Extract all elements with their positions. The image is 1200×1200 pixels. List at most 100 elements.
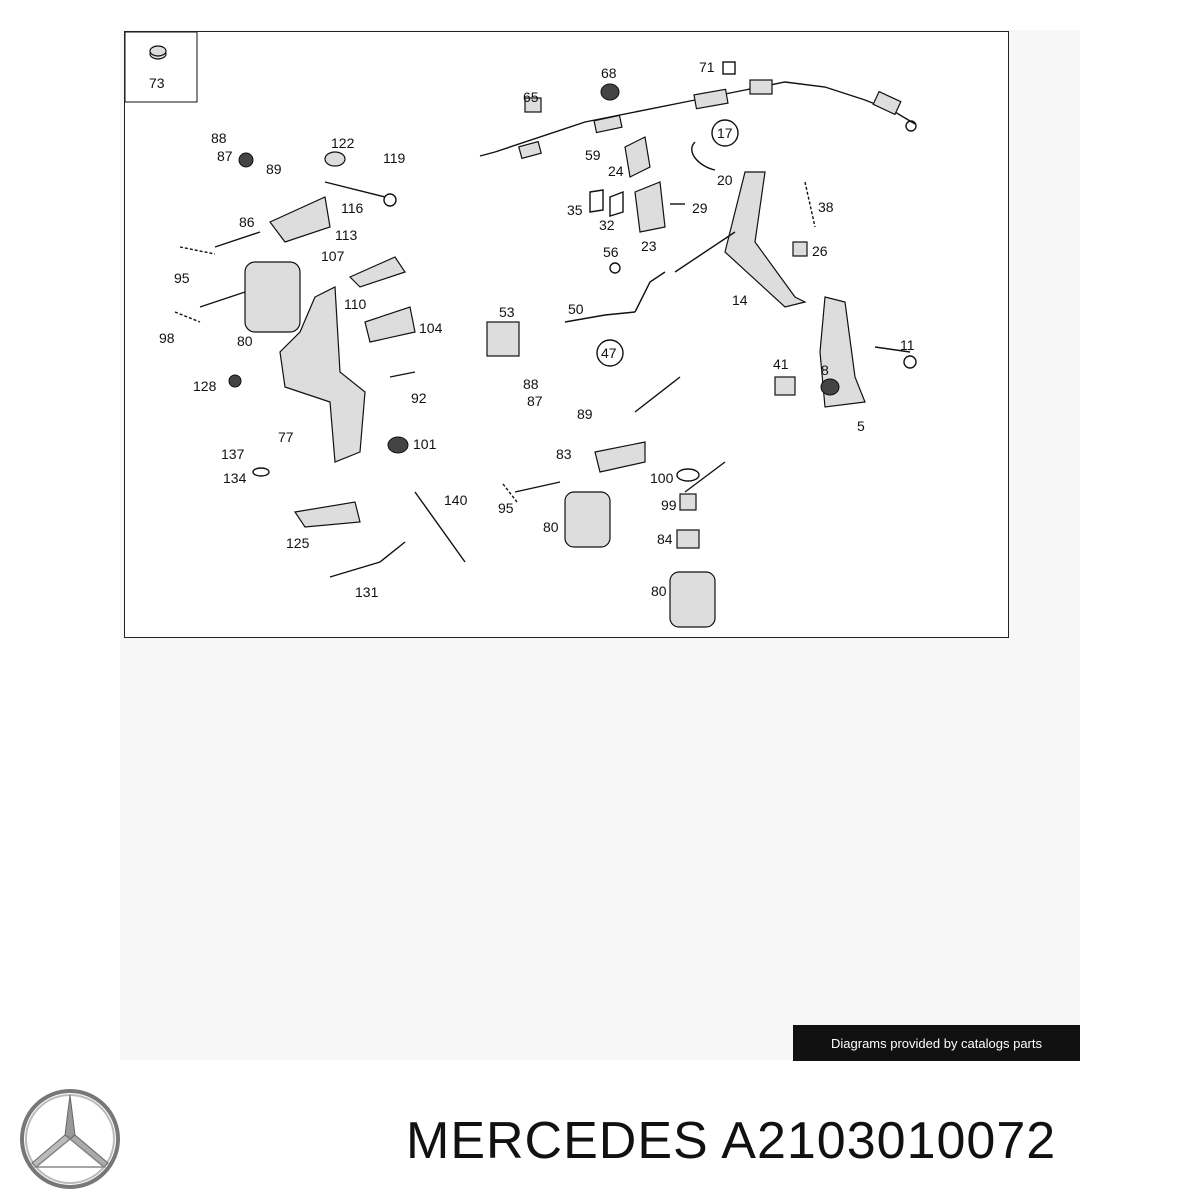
label-73: 73: [149, 75, 165, 91]
cable-adjuster: [693, 88, 729, 110]
label-68: 68: [601, 65, 617, 81]
label-50: 50: [568, 301, 584, 317]
bush-part-41: [774, 376, 796, 396]
rod-part-116: [324, 181, 386, 198]
spring-part-95a: [179, 246, 216, 255]
label-35: 35: [567, 202, 583, 218]
label-95b: 95: [498, 500, 514, 516]
label-71: 71: [699, 59, 715, 75]
label-88b: 88: [523, 376, 539, 392]
bracket-part-23: [634, 181, 666, 233]
label-140: 140: [444, 492, 468, 508]
spring-part-95b: [502, 483, 518, 503]
label-65: 65: [523, 89, 539, 105]
part-number-title: MERCEDES A2103010072: [406, 1112, 1057, 1170]
sensor-lead-upper: [634, 376, 681, 413]
label-86: 86: [239, 214, 255, 230]
bolt-head-11: [903, 355, 917, 369]
label-131: 131: [355, 584, 379, 600]
ball-part-119: [383, 193, 397, 207]
wire-loop: [634, 271, 666, 313]
label-122: 122: [331, 135, 355, 151]
arrow-95b: [514, 481, 561, 493]
plate-part-35: [589, 189, 604, 213]
label-87b: 87: [527, 393, 543, 409]
mercedes-star-logo: [20, 1089, 120, 1189]
bushing-part-68: [600, 83, 620, 101]
callout-circle-17: [711, 119, 739, 147]
label-95: 95: [174, 270, 190, 286]
label-23: 23: [641, 238, 657, 254]
stop-part-26: [792, 241, 808, 257]
parts-diagram: 73 68 71 65 17 59 24 20 88 87 122 119 89…: [124, 31, 1009, 638]
valve-body-part-80a: [244, 261, 301, 333]
screw-part-92: [389, 371, 416, 378]
label-53: 53: [499, 304, 515, 320]
label-88: 88: [211, 130, 227, 146]
label-89: 89: [266, 161, 282, 177]
callout-circle-47: [596, 339, 624, 367]
cable-end: [479, 151, 496, 157]
label-80b: 80: [543, 519, 559, 535]
valve-body-part-80c: [669, 571, 716, 628]
seal-part-99: [679, 493, 697, 511]
label-14: 14: [732, 292, 748, 308]
label-8: 8: [821, 362, 829, 378]
label-56: 56: [603, 244, 619, 260]
label-99: 99: [661, 497, 677, 513]
bracket-part-86: [269, 196, 331, 243]
switch-part-53: [486, 321, 520, 357]
label-107: 107: [321, 248, 345, 264]
label-100: 100: [650, 470, 674, 486]
cable-collar: [749, 79, 773, 95]
label-101: 101: [413, 436, 437, 452]
lever-part-104: [364, 306, 416, 343]
spring-part-38: [804, 181, 816, 228]
label-80: 80: [237, 333, 253, 349]
wire-part-50: [564, 311, 636, 323]
inset-box: [125, 32, 198, 103]
label-83: 83: [556, 446, 572, 462]
arrow-98: [199, 291, 246, 308]
boot-part-122: [324, 151, 346, 167]
label-128: 128: [193, 378, 217, 394]
label-5: 5: [857, 418, 865, 434]
bushing-part-87a: [238, 152, 254, 168]
label-110: 110: [344, 296, 367, 312]
label-32: 32: [599, 217, 615, 233]
label-26: 26: [812, 243, 828, 259]
arrow-95: [214, 231, 261, 248]
label-98: 98: [159, 330, 175, 346]
lever-part-107: [348, 256, 406, 288]
label-80c: 80: [651, 583, 667, 599]
pedal-lever-part-14: [724, 171, 807, 308]
nut-part-8: [820, 378, 840, 396]
label-24: 24: [608, 163, 624, 179]
label-89b: 89: [577, 406, 593, 422]
label-41: 41: [773, 356, 789, 372]
label-134: 134: [223, 470, 247, 486]
label-125: 125: [286, 535, 310, 551]
label-17: 17: [717, 125, 733, 141]
label-92: 92: [411, 390, 427, 406]
washer-part-134: [252, 467, 270, 477]
label-77: 77: [278, 429, 294, 445]
cable-clip: [518, 140, 542, 160]
label-104: 104: [419, 320, 443, 336]
clip-part-71: [722, 61, 736, 75]
label-20: 20: [717, 172, 733, 188]
bolt-part-11: [874, 346, 911, 353]
label-87: 87: [217, 148, 233, 164]
rod-part-140: [414, 491, 466, 563]
label-84: 84: [657, 531, 673, 547]
label-116: 116: [341, 200, 364, 216]
label-47: 47: [601, 345, 617, 361]
label-29: 29: [692, 200, 708, 216]
plate-part-32: [609, 190, 624, 217]
cable-sleeve: [593, 114, 623, 134]
bracket-part-77: [279, 286, 366, 463]
label-113: 113: [335, 227, 358, 243]
bracket-part-83: [594, 441, 646, 473]
spring-clip-part-20: [691, 141, 716, 171]
nut-part-101: [387, 436, 409, 454]
